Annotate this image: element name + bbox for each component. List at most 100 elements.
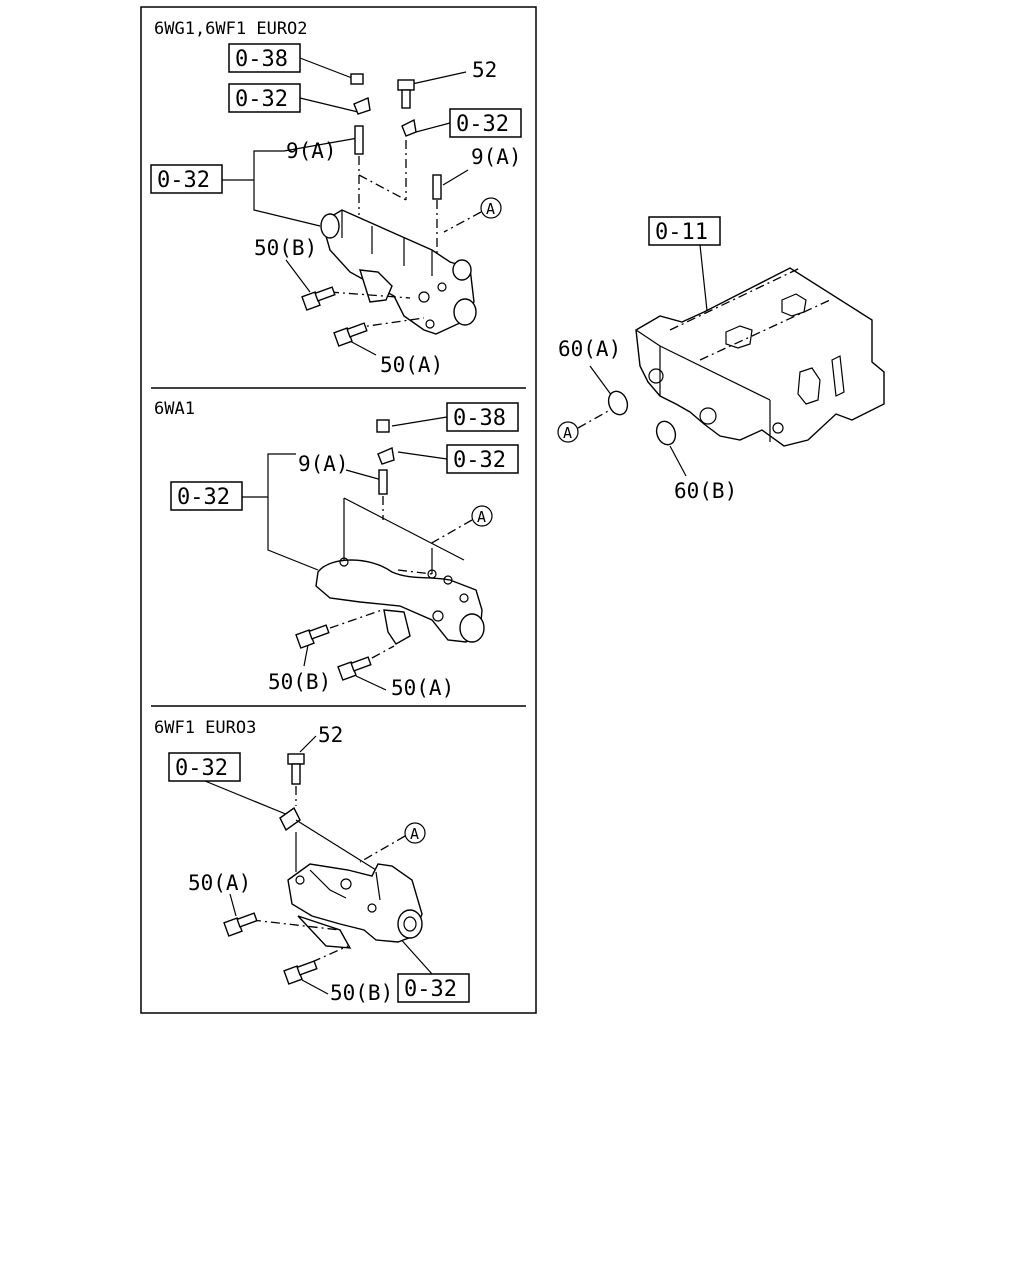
part-label: 52	[318, 723, 343, 747]
bolt-shank	[401, 89, 411, 109]
ref-label: 0-38	[453, 406, 506, 431]
outlet-pipe	[403, 916, 417, 932]
o-ring-60a	[607, 390, 629, 416]
bolt-hole	[367, 903, 377, 913]
reference-circle	[471, 505, 493, 527]
bolt-hole	[437, 282, 447, 292]
bolt-50b	[283, 960, 318, 985]
leader-line	[345, 469, 383, 481]
reference-circle	[404, 822, 426, 844]
ref-label: 0-32	[175, 756, 228, 781]
clip	[401, 118, 417, 137]
bolt-50b	[295, 624, 330, 649]
outlet-pipe	[452, 259, 472, 281]
mount-bracket	[383, 609, 411, 645]
housing-ridge	[309, 869, 381, 901]
section-title: 6WG1,6WF1 EURO2	[154, 19, 308, 39]
part-label: 50(A)	[188, 871, 251, 895]
bolt-hole	[339, 557, 349, 567]
circle-label: A	[486, 200, 495, 218]
leader-line	[283, 137, 359, 152]
bolt-head	[397, 79, 415, 91]
section-euro3: 6WF1 EURO3 0-32 0-32 52 50(A) 50(B) A	[154, 718, 470, 1005]
ref-label: 0-32	[157, 168, 210, 193]
centerline	[669, 267, 801, 331]
ref-label: 0-32	[235, 87, 288, 112]
coolant-port	[699, 407, 717, 425]
part-label: 60(A)	[558, 337, 621, 361]
leader-line	[299, 97, 359, 113]
washer	[353, 97, 371, 115]
part-label: 9(A)	[298, 452, 349, 476]
ref-label: 0-32	[456, 112, 509, 137]
ref-box	[168, 752, 241, 782]
part-label: 50(B)	[330, 981, 393, 1005]
ref-label: 0-32	[177, 485, 230, 510]
assembly-line	[353, 317, 425, 329]
leader-line	[669, 445, 687, 477]
part-label: 50(B)	[254, 236, 317, 260]
gasket	[279, 806, 301, 832]
ref-label: 0-38	[235, 47, 288, 72]
circle-label: A	[477, 508, 486, 526]
ref-label: 0-11	[655, 220, 708, 245]
leader-line	[397, 451, 448, 460]
bolt-hole	[432, 610, 444, 622]
reference-circle	[557, 421, 579, 443]
ref-box	[150, 164, 223, 194]
leader-line	[699, 244, 709, 321]
leader-line	[415, 122, 451, 133]
ref-box	[170, 481, 243, 511]
cylinder-head-body	[635, 267, 885, 447]
mount-bracket	[359, 269, 393, 303]
head-detail	[797, 355, 845, 405]
thermostat-housing	[315, 559, 483, 643]
bolt-hole	[418, 291, 430, 303]
bolt-hole	[295, 875, 305, 885]
part-label: 60(B)	[674, 479, 737, 503]
ref-label: 0-32	[453, 448, 506, 473]
stud	[432, 174, 442, 200]
part-label: 50(A)	[380, 353, 443, 377]
housing-ridge	[341, 210, 433, 276]
ref-box	[397, 973, 470, 1003]
leader-line	[589, 365, 613, 397]
washer	[377, 447, 395, 465]
housing-port	[320, 213, 340, 239]
assembly-line	[251, 919, 341, 931]
o-ring-60b	[655, 420, 677, 446]
bolt-hole	[425, 319, 435, 329]
leader-line	[347, 339, 377, 356]
section-euro2: 6WG1,6WF1 EURO2 0-38 0-32 0-32 0-32 52 9…	[150, 19, 522, 377]
section-title: 6WF1 EURO3	[154, 718, 256, 738]
centerline	[699, 299, 831, 361]
leader-line	[429, 519, 473, 545]
assembly-line	[371, 645, 395, 659]
assembly-line	[343, 497, 465, 561]
cylinder-head-view: 0-11 60(A) 60(B) A	[557, 216, 885, 503]
leader-line	[411, 71, 467, 85]
nut	[350, 73, 364, 85]
leader-line	[443, 211, 482, 233]
mount-bracket	[297, 915, 352, 949]
leader-line	[577, 409, 611, 429]
leader-line	[301, 979, 329, 995]
bolt-50a	[333, 322, 368, 347]
part-label: 50(A)	[391, 676, 454, 700]
outlet-pipe	[453, 298, 477, 326]
leader-line	[299, 57, 353, 79]
leader-line	[299, 735, 317, 753]
leader-line	[391, 416, 448, 427]
nut	[376, 419, 390, 433]
assembly-line	[295, 819, 377, 871]
bolt-centerline	[358, 174, 407, 201]
coolant-port	[648, 368, 664, 384]
section-title: 6WA1	[154, 399, 195, 419]
circle-label: A	[563, 424, 572, 442]
leader-line	[359, 835, 406, 863]
stud	[354, 125, 364, 155]
leader-bracket	[267, 453, 319, 571]
part-label: 50(B)	[268, 670, 331, 694]
bolt-hole	[459, 593, 469, 603]
